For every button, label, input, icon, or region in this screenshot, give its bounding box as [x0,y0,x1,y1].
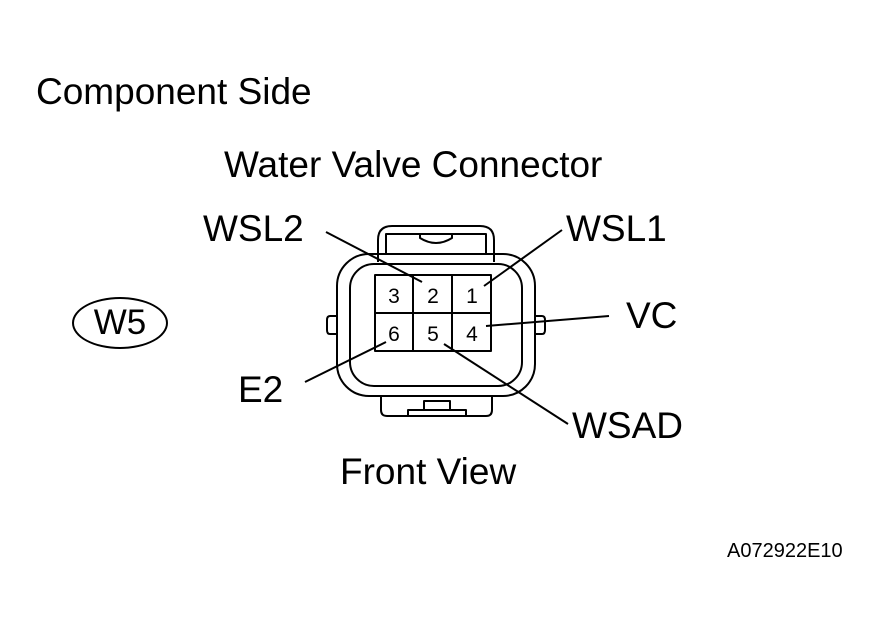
connector-housing-inner [349,263,523,387]
leader-vc [485,315,610,327]
pin-4: 4 [466,323,478,346]
leader-wsl1 [483,229,563,287]
connector-latch-inner [385,233,487,254]
pin-5: 5 [427,323,439,346]
leader-wsad [443,343,569,425]
connector-bottom-tab [380,396,493,417]
leader-e2 [304,341,387,383]
leader-wsl2 [325,231,423,283]
label-e2: E2 [238,369,284,410]
connector-code: W5 [93,303,147,342]
front-view-caption: Front View [340,451,517,492]
connector-ear-right [535,315,546,335]
figure-code: A072922E10 [727,540,843,562]
label-wsl1: WSL1 [566,208,667,249]
connector-latch-notch [419,234,453,244]
component-side-heading: Component Side [36,71,312,112]
label-wsad: WSAD [572,405,683,446]
pin-3: 3 [388,285,400,308]
connector-code-badge: W5 [72,297,168,349]
connector-housing-outer [336,253,536,397]
connector-ear-left [326,315,337,335]
label-vc: VC [626,295,678,336]
pin-6: 6 [388,323,400,346]
connector-title: Water Valve Connector [224,144,603,185]
connector-latch-top [377,225,495,262]
pin-1: 1 [466,285,478,308]
label-wsl2: WSL2 [203,208,304,249]
connector-bottom-slot [423,400,451,411]
pin-2: 2 [427,285,439,308]
